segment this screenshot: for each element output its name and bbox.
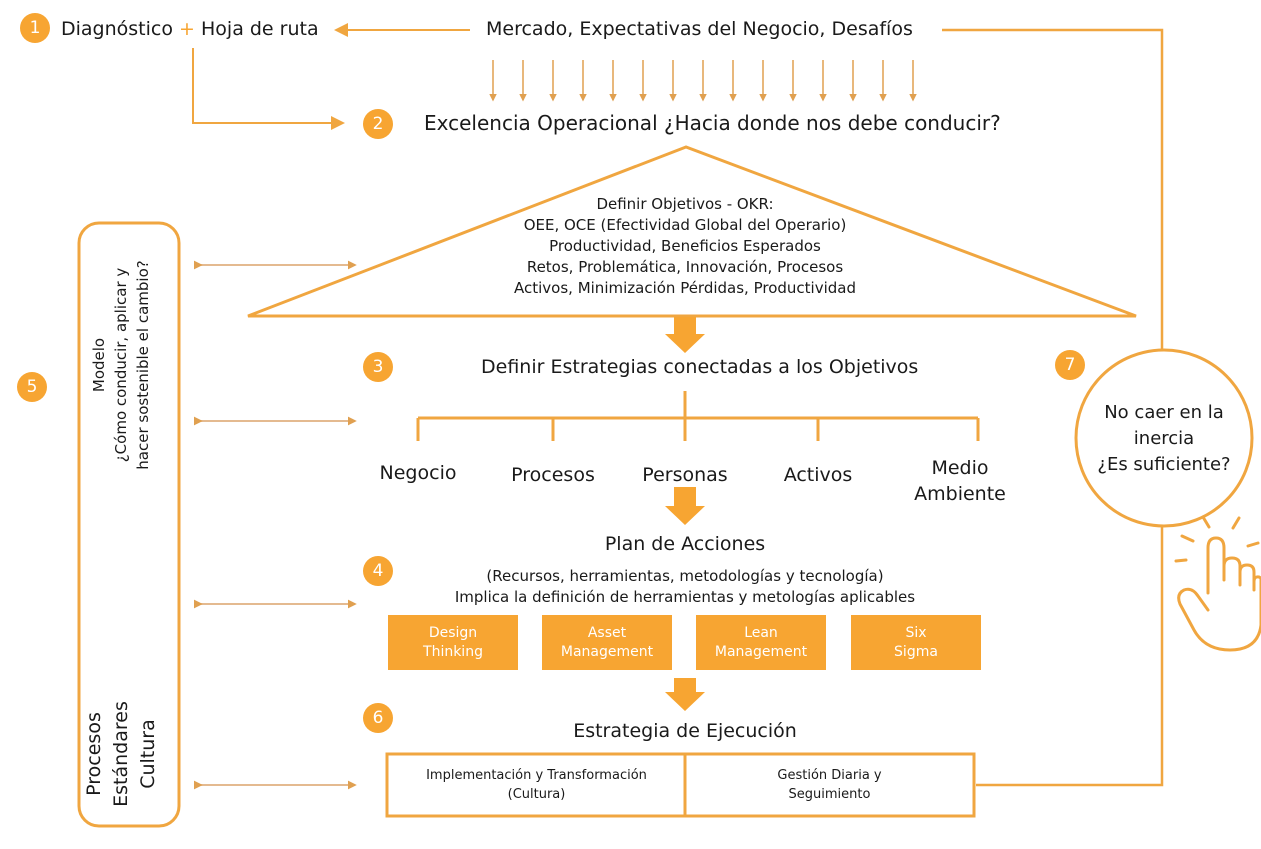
down-arrow-icon: [665, 678, 705, 711]
step-5-badge: 5: [17, 372, 47, 402]
step-4-badge: 4: [363, 556, 393, 586]
objectives-triangle: [247, 145, 1137, 318]
market-down-arrows: [489, 60, 917, 102]
inertia-line: inercia: [1133, 428, 1195, 449]
excellence-title: Excelencia Operacional ¿Hacia donde nos …: [424, 111, 1001, 135]
model-vertical-text: Modelo ¿Cómo conducir, aplicar y hacer s…: [88, 220, 168, 510]
down-arrow-icon: [665, 487, 705, 525]
tool-label: Thinking: [423, 643, 483, 660]
execution-daily-management: Gestión Diaria y Seguimiento: [686, 754, 973, 816]
step-3-badge: 3: [363, 352, 393, 382]
strategy-ambiente-line: Ambiente: [914, 483, 1006, 505]
strategy-activos: Activos: [783, 464, 853, 486]
execution-text: Gestión Diaria y: [777, 768, 882, 783]
tool-asset-management: Asset Management: [542, 615, 672, 670]
step-1-label: Diagnóstico + Hoja de ruta: [61, 18, 319, 40]
tool-label: Design: [428, 624, 478, 641]
foundation-line: Cultura: [137, 719, 159, 789]
objectives-line: Activos, Minimización Pérdidas, Producti…: [514, 279, 856, 297]
down-arrow-icon: [665, 317, 705, 353]
tool-lean-management: Lean Management: [696, 615, 826, 670]
strategy-personas: Personas: [642, 464, 728, 486]
objectives-line: OEE, OCE (Efectividad Global del Operari…: [523, 216, 847, 234]
tool-label: Asset: [587, 624, 627, 641]
diagnostic-label: Diagnóstico: [61, 18, 173, 40]
execution-implementation: Implementación y Transformación (Cultura…: [389, 754, 684, 816]
tool-label: Lean: [744, 624, 778, 641]
inertia-text: No caer en la inercia ¿Es suficiente?: [1084, 400, 1244, 478]
diagnostic-to-excellence-arrow: [192, 48, 345, 130]
tool-label: Management: [714, 643, 808, 660]
plus-icon: +: [179, 18, 195, 40]
tool-label: Management: [560, 643, 654, 660]
objectives-line: Productividad, Beneficios Esperados: [549, 237, 821, 255]
inertia-line: No caer en la: [1104, 402, 1224, 423]
strategy-procesos: Procesos: [511, 464, 595, 486]
inertia-line: ¿Es suficiente?: [1097, 454, 1231, 475]
step-7-badge: 7: [1055, 350, 1085, 380]
foundation-line: Estándares: [110, 701, 132, 807]
tool-label: Sigma: [894, 643, 938, 660]
execution-text: Implementación y Transformación: [426, 768, 647, 783]
strategy-medio-line: Medio: [931, 457, 989, 479]
execution-box: [385, 752, 976, 818]
objectives-text: Definir Objetivos - OKR: OEE, OCE (Efect…: [440, 194, 930, 299]
tool-six-sigma: Six Sigma: [851, 615, 981, 670]
roadmap-label: Hoja de ruta: [201, 18, 319, 40]
step-6-badge: 6: [363, 703, 393, 733]
execution-text: (Cultura): [507, 787, 566, 802]
step-1-badge: 1: [20, 13, 50, 43]
pointing-hand-icon: [1174, 515, 1261, 652]
model-title: Modelo: [90, 337, 108, 393]
strategies-title: Definir Estrategias conectadas a los Obj…: [481, 356, 919, 378]
foundation-vertical-text: Procesos Estándares Cultura: [81, 659, 177, 849]
model-question-line: ¿Cómo conducir, aplicar y: [112, 267, 130, 463]
diagram-lines: [77, 23, 1261, 828]
strategy-tree: [416, 391, 980, 441]
execution-text: Seguimiento: [788, 787, 871, 802]
action-plan-line-1: (Recursos, herramientas, metodologías y …: [486, 567, 884, 585]
action-plan-line-2: Implica la definición de herramientas y …: [454, 588, 916, 606]
model-question-line: hacer sostenible el cambio?: [134, 260, 152, 470]
objectives-line: Definir Objetivos - OKR:: [596, 195, 774, 213]
frame-connectors: [193, 260, 357, 790]
foundation-line: Procesos: [83, 712, 105, 796]
action-plan-title: Plan de Acciones: [604, 533, 766, 555]
strategy-negocio: Negocio: [379, 462, 457, 484]
tool-design-thinking: Design Thinking: [388, 615, 518, 670]
objectives-line: Retos, Problemática, Innovación, Proceso…: [526, 258, 844, 276]
model-frame: [77, 221, 181, 828]
strategy-medio-ambiente: Medio Ambiente: [905, 455, 1015, 507]
execution-title: Estrategia de Ejecución: [573, 720, 797, 742]
inertia-circle: [1074, 348, 1254, 528]
tool-label: Six: [905, 624, 927, 641]
step-2-badge: 2: [363, 109, 393, 139]
market-label: Mercado, Expectativas del Negocio, Desaf…: [486, 18, 913, 40]
